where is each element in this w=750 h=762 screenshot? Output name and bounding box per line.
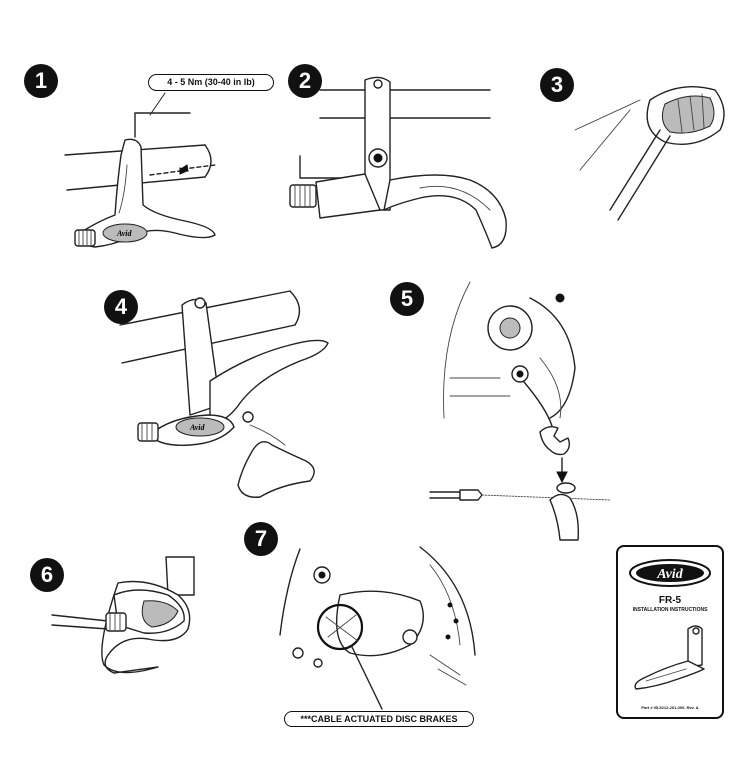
highlight-circle <box>316 603 364 651</box>
lever-brand-mark-4: Avid <box>189 423 206 432</box>
step-2-badge: 2 <box>288 64 322 98</box>
wrench-icon <box>539 425 571 456</box>
step-4-illustration: Avid <box>119 290 329 498</box>
card-subtitle: INSTALLATION INSTRUCTIONS <box>632 607 708 613</box>
step-6-badge: 6 <box>30 558 64 592</box>
card-brand-text: Avid <box>656 567 683 582</box>
step-4-badge: 4 <box>104 290 138 324</box>
step-5-badge: 5 <box>390 282 424 316</box>
card-part-number: Part # 95-5212-261-000, Rev. A <box>641 705 699 710</box>
step-1-illustration: Avid <box>64 92 216 248</box>
step-3-badge: 3 <box>540 68 574 102</box>
lever-brand-mark: Avid <box>116 229 133 238</box>
step-5-illustration <box>429 281 611 541</box>
manual-cover-card: Avid FR-5 INSTALLATION INSTRUCTIONS Part… <box>616 545 724 719</box>
hex-key-icon <box>134 112 191 138</box>
step-1-badge: 1 <box>24 64 58 98</box>
step-3-illustration <box>574 85 725 221</box>
step-7-illustration <box>279 546 476 710</box>
cable-disc-callout: ***CABLE ACTUATED DISC BRAKES <box>284 711 474 727</box>
torque-callout: 4 - 5 Nm (30-40 in lb) <box>148 74 274 91</box>
card-title: FR-5 <box>658 595 682 606</box>
brand-logo: Avid <box>629 559 711 587</box>
step-6-illustration <box>51 556 195 674</box>
step-2-illustration <box>289 76 507 249</box>
card-lever-illustration <box>634 625 705 690</box>
step-7-badge: 7 <box>244 522 278 556</box>
